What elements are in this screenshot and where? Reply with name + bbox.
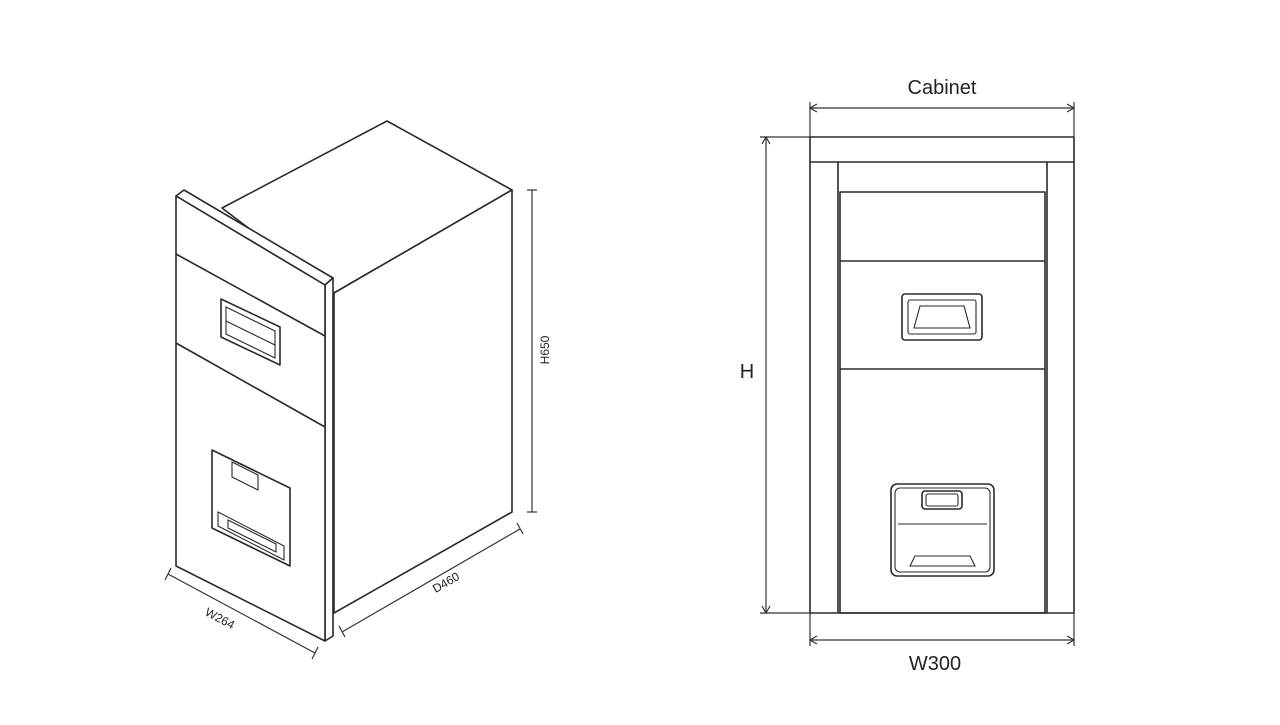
iso-front-edge-side (324, 277, 334, 642)
height-dimension (760, 135, 810, 615)
width-label: W300 (909, 653, 961, 675)
iso-width-dimension (164, 567, 319, 660)
cabinet-outer (809, 136, 1075, 614)
isometric-drawer-unit: H650 D460 W264 (164, 120, 552, 660)
height-label: H (740, 361, 754, 383)
iso-front-panel (175, 195, 326, 642)
front-upper-handle (901, 293, 983, 341)
iso-dispenser (211, 449, 291, 567)
unit-front-panel (839, 191, 1046, 614)
front-dispenser (890, 483, 995, 577)
iso-height-dimension (527, 189, 537, 513)
iso-height-label: H650 (538, 335, 552, 364)
cabinet-width-dimension (808, 102, 1076, 137)
iso-carcass-side (333, 189, 513, 614)
cabinet-label: Cabinet (908, 77, 977, 99)
iso-depth-dimension (338, 522, 524, 638)
iso-upper-handle (220, 298, 281, 366)
width-dimension (808, 613, 1076, 646)
front-view-cabinet: Cabinet H W300 (740, 77, 1076, 675)
iso-middle-drawer-line (175, 342, 326, 428)
iso-depth-label: D460 (430, 569, 462, 596)
iso-top-drawer-line (175, 253, 326, 337)
